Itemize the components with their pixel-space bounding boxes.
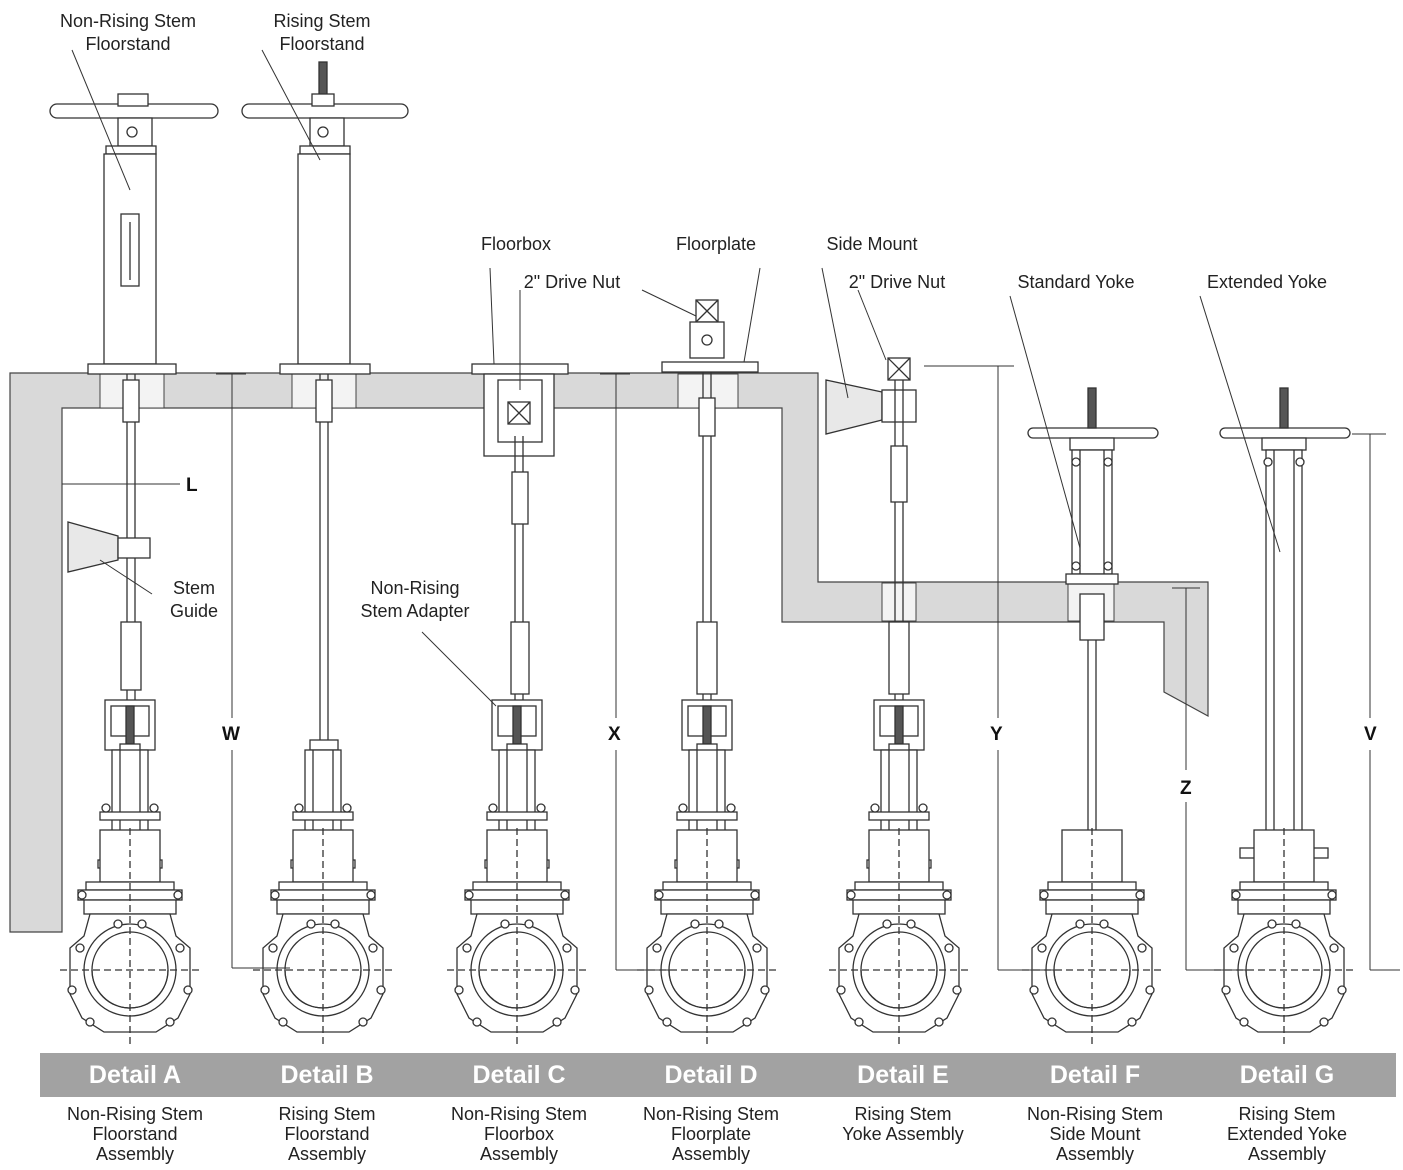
caption-line: Floorplate bbox=[670, 1124, 752, 1144]
detail-g-caption: Rising Stem Extended Yoke Assembly bbox=[1192, 1104, 1382, 1164]
detail-a-title: Detail A bbox=[88, 1061, 182, 1089]
dimension-labels: L W X Y Z V bbox=[186, 475, 1377, 799]
detail-c-caption: Non-Rising Stem Floorbox Assembly bbox=[424, 1104, 614, 1164]
detail-a-caption: Non-Rising Stem Floorstand Assembly bbox=[40, 1104, 230, 1164]
caption-line: Non-Rising Stem bbox=[642, 1104, 780, 1124]
label-stem-guide-line2: Guide bbox=[170, 601, 218, 621]
label-drive-nut-e: 2" Drive Nut bbox=[849, 272, 945, 292]
detail-b-caption: Rising Stem Floorstand Assembly bbox=[232, 1104, 422, 1164]
caption-line: Floorbox bbox=[483, 1124, 555, 1144]
detail-banner bbox=[40, 1053, 1396, 1097]
label-floorplate: Floorplate bbox=[676, 234, 756, 254]
label-nrs-adapter-line1: Non-Rising bbox=[370, 578, 459, 598]
valve-assembly-diagram: Non-Rising Stem Floorstand Rising Stem F… bbox=[9, 11, 1400, 1045]
label-stem-guide-line1: Stem bbox=[173, 578, 215, 598]
label-rs-floorstand-line1: Rising Stem bbox=[273, 11, 370, 31]
caption-line: Yoke Assembly bbox=[842, 1124, 964, 1144]
caption-line: Non-Rising Stem bbox=[66, 1104, 204, 1124]
caption-line: Floorstand bbox=[92, 1124, 178, 1144]
detail-f-title: Detail F bbox=[1049, 1061, 1141, 1089]
dim-label-w: W bbox=[222, 724, 240, 745]
concrete-structure bbox=[9, 372, 1209, 933]
caption-line: Rising Stem bbox=[854, 1104, 952, 1124]
detail-a-drawing bbox=[49, 93, 219, 1045]
label-standard-yoke: Standard Yoke bbox=[1017, 272, 1134, 292]
caption-line: Non-Rising Stem bbox=[450, 1104, 588, 1124]
callout-labels: Non-Rising Stem Floorstand Rising Stem F… bbox=[60, 11, 1327, 621]
detail-b-drawing bbox=[241, 61, 409, 1045]
detail-g-title: Detail G bbox=[1239, 1061, 1335, 1089]
caption-line: Assembly bbox=[1247, 1144, 1327, 1164]
caption-line: Non-Rising Stem bbox=[1026, 1104, 1164, 1124]
label-nrs-floorstand-line2: Floorstand bbox=[85, 34, 170, 54]
label-extended-yoke: Extended Yoke bbox=[1207, 272, 1327, 292]
label-nrs-adapter-line2: Stem Adapter bbox=[360, 601, 469, 621]
detail-d-caption: Non-Rising Stem Floorplate Assembly bbox=[616, 1104, 806, 1164]
detail-e-title: Detail E bbox=[857, 1061, 949, 1089]
leader-lines bbox=[62, 49, 1281, 707]
label-rs-floorstand-line2: Floorstand bbox=[279, 34, 364, 54]
caption-line: Extended Yoke bbox=[1226, 1124, 1348, 1144]
caption-line: Rising Stem bbox=[1238, 1104, 1336, 1124]
dimension-lines bbox=[216, 365, 1400, 971]
detail-f-caption: Non-Rising Stem Side Mount Assembly bbox=[1000, 1104, 1190, 1164]
dim-label-y: Y bbox=[990, 724, 1003, 745]
detail-c-drawing bbox=[446, 363, 588, 1045]
dim-label-l: L bbox=[186, 475, 198, 496]
dim-label-v: V bbox=[1364, 724, 1377, 745]
detail-f-drawing bbox=[1021, 387, 1163, 1045]
dim-label-z: Z bbox=[1180, 778, 1192, 799]
detail-d-drawing bbox=[636, 299, 778, 1045]
label-side-mount: Side Mount bbox=[826, 234, 917, 254]
detail-g-drawing bbox=[1213, 387, 1355, 1045]
caption-line: Side Mount bbox=[1049, 1124, 1141, 1144]
label-nrs-floorstand-line1: Non-Rising Stem bbox=[60, 11, 196, 31]
caption-line: Assembly bbox=[671, 1144, 751, 1164]
caption-line: Assembly bbox=[1055, 1144, 1135, 1164]
dim-label-x: X bbox=[608, 724, 621, 745]
caption-line: Assembly bbox=[479, 1144, 559, 1164]
caption-line: Assembly bbox=[287, 1144, 367, 1164]
detail-b-title: Detail B bbox=[280, 1061, 374, 1089]
label-floorbox: Floorbox bbox=[481, 234, 551, 254]
detail-c-title: Detail C bbox=[472, 1061, 566, 1089]
detail-e-drawing bbox=[825, 357, 970, 1045]
detail-e-caption: Rising Stem Yoke Assembly bbox=[808, 1104, 998, 1144]
caption-line: Floorstand bbox=[284, 1124, 370, 1144]
label-drive-nut-c: 2" Drive Nut bbox=[524, 272, 620, 292]
detail-d-title: Detail D bbox=[664, 1061, 758, 1089]
caption-line: Rising Stem bbox=[278, 1104, 376, 1124]
caption-line: Assembly bbox=[95, 1144, 175, 1164]
